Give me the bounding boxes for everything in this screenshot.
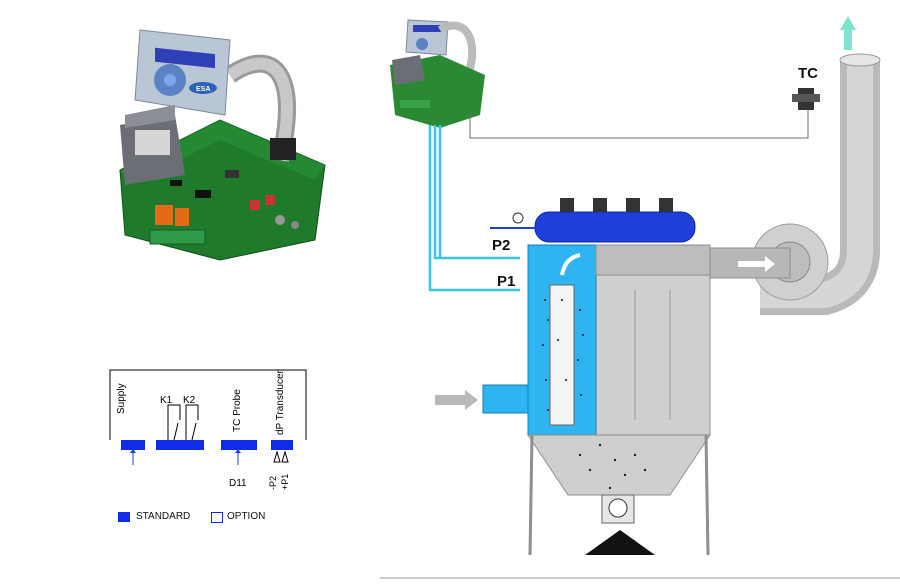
k1-label: K1 — [160, 395, 173, 406]
d11-label: D11 — [229, 478, 247, 489]
board-brand-text: ESA — [196, 86, 210, 93]
legend-standard-swatch — [118, 512, 130, 522]
controller-board-photo: ESA — [100, 20, 340, 265]
tc-probe-terminal — [221, 440, 257, 450]
mini-controller — [390, 19, 485, 128]
wiring-schematic — [108, 365, 308, 505]
wiring-schematic-svg — [109, 369, 307, 465]
dp-terminal — [271, 440, 293, 450]
supply-terminal — [121, 440, 145, 450]
p1-label: P1 — [497, 273, 516, 290]
p2-label: P2 — [492, 237, 511, 254]
plus-p1-label: +P1 — [280, 473, 290, 490]
controller-board-illustration: ESA — [119, 29, 326, 261]
tc-probe-label: TC Probe — [232, 389, 243, 432]
relay-terminal — [156, 440, 204, 450]
k2-label: K2 — [183, 395, 196, 406]
legend-option-swatch — [211, 512, 223, 523]
supply-label: Supply — [116, 383, 127, 414]
dust-collector-diagram — [380, 0, 900, 580]
dust-collector-svg — [380, 16, 900, 579]
legend-standard-label: STANDARD — [136, 511, 191, 522]
dp-transducer-label: dP Transducer — [275, 370, 286, 435]
legend-option-label: OPTION — [227, 511, 266, 522]
minus-p2-label: -P2 — [268, 475, 278, 490]
tc-label: TC — [798, 65, 818, 82]
